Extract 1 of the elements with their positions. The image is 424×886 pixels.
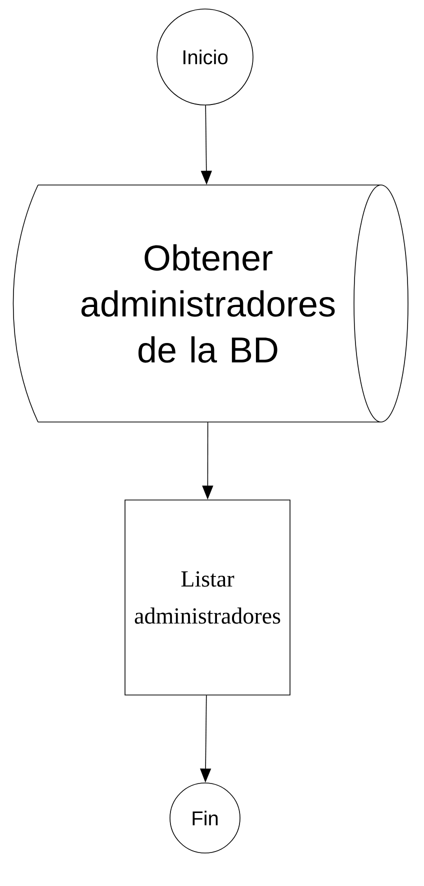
process-box: Listar administradores	[124, 500, 290, 696]
